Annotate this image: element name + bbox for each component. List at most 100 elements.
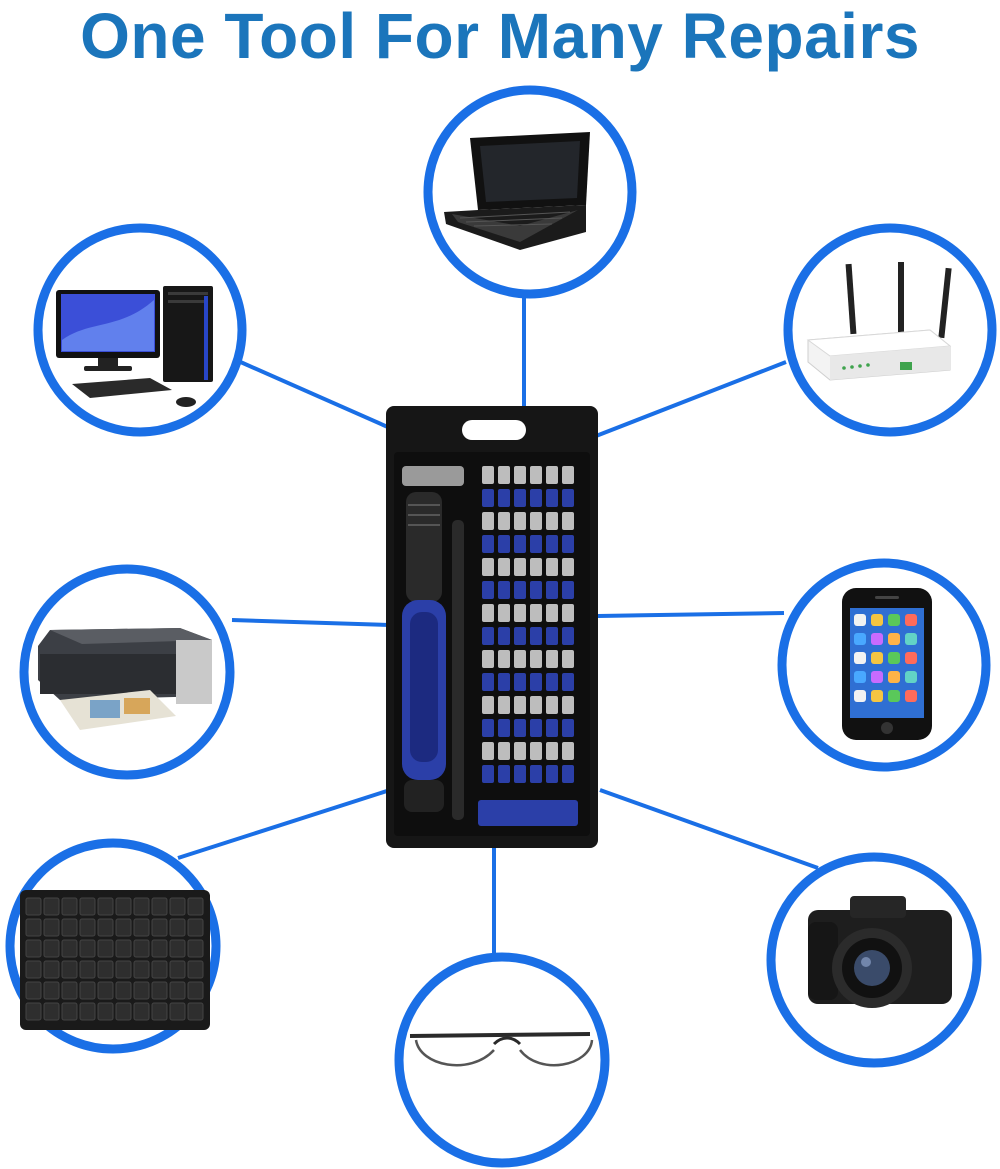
bit [514,765,526,783]
bit [498,765,510,783]
bit [498,673,510,691]
key [43,939,60,958]
app-icon [854,671,866,683]
connector-keyboard [177,788,391,860]
key [25,1002,42,1021]
key [151,897,168,916]
key [187,918,204,937]
bit [482,696,494,714]
app-icon [871,671,883,683]
glasses-circle [394,952,610,1168]
key [79,960,96,979]
bit [562,719,574,737]
bit [562,581,574,599]
router-circle [783,223,997,437]
key [133,918,150,937]
key [151,981,168,1000]
bit-grid [482,466,574,783]
bit [562,604,574,622]
bit [498,627,510,645]
key [97,918,114,937]
bit [546,489,558,507]
key [151,939,168,958]
bit [498,558,510,576]
bit [514,650,526,668]
bit [546,627,558,645]
camera-icon [808,896,952,1008]
bit [546,673,558,691]
smartphone-icon [842,588,932,740]
app-icon [871,690,883,702]
connector-router [595,360,787,438]
bit [530,627,542,645]
bit [514,742,526,760]
bit [514,604,526,622]
app-icon [905,633,917,645]
bit [514,673,526,691]
bit [530,765,542,783]
bit [546,581,558,599]
key [43,897,60,916]
bit [498,719,510,737]
bit [498,742,510,760]
bit [498,512,510,530]
wifi-router-icon [806,262,952,381]
key [43,981,60,1000]
key [115,897,132,916]
key [187,981,204,1000]
key [61,918,78,937]
connector-desktop [235,358,391,430]
app-icon [905,671,917,683]
key [79,918,96,937]
bit [546,765,558,783]
key-grid [25,897,204,1021]
bit [562,650,574,668]
bit [482,627,494,645]
bit [562,627,574,645]
key [169,939,186,958]
key [115,918,132,937]
desktop-computer-icon [56,286,213,407]
key [115,1002,132,1021]
bit [562,535,574,553]
app-icon [888,652,900,664]
bit [514,696,526,714]
bit [482,765,494,783]
key [61,897,78,916]
bit [482,581,494,599]
app-icon [854,652,866,664]
bit [514,466,526,484]
bit [530,581,542,599]
bit [530,650,542,668]
bit [482,466,494,484]
bit [562,466,574,484]
app-icon [871,633,883,645]
connector-lines [177,298,819,960]
bit [514,719,526,737]
bit [562,696,574,714]
bit [530,604,542,622]
eyeglasses-icon [409,1032,594,1067]
bit [546,650,558,668]
bit [498,650,510,668]
app-icon [888,671,900,683]
key [97,981,114,1000]
bit [530,489,542,507]
key [25,960,42,979]
key [43,1002,60,1021]
bit [530,696,542,714]
key [133,897,150,916]
bit [562,765,574,783]
key [133,981,150,1000]
app-icon [854,614,866,626]
laptop-icon [444,132,590,250]
bit [482,604,494,622]
bit [530,742,542,760]
bit [562,742,574,760]
key [151,1002,168,1021]
key [151,918,168,937]
bit [530,673,542,691]
bit [514,535,526,553]
key [97,897,114,916]
